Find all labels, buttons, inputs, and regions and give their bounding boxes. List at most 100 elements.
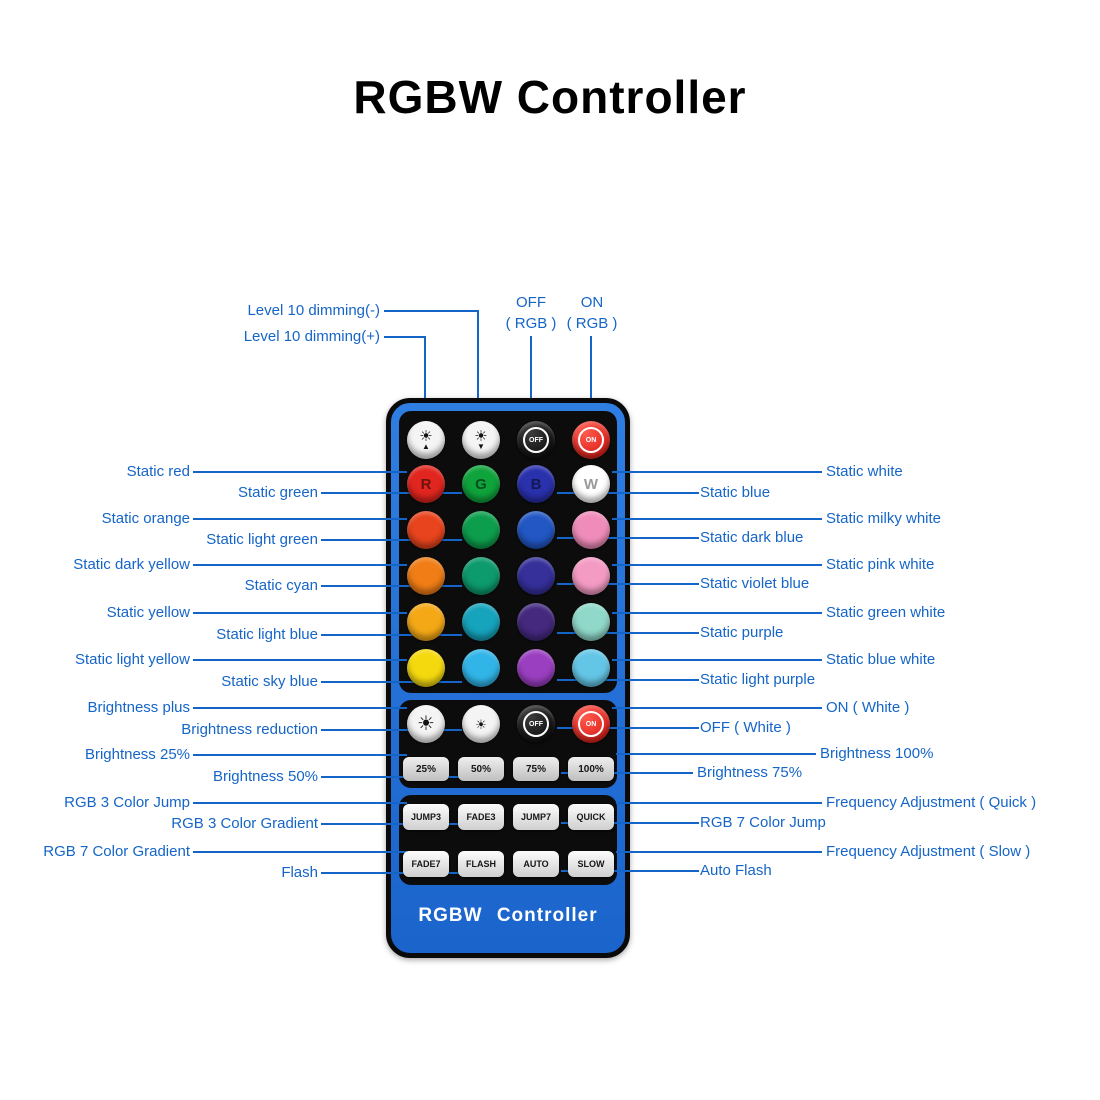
static-purple-button[interactable] [517, 603, 555, 641]
static-cyan-button[interactable] [462, 557, 500, 595]
callout-static-green-white: Static green white [826, 604, 946, 621]
callout-line [557, 679, 699, 681]
on-rgb-button[interactable]: ON [572, 421, 610, 459]
jump7-button[interactable]: JUMP7 [513, 804, 559, 830]
callout-rgb3-jump: RGB 3 Color Jump [64, 794, 190, 811]
level-dim-plus-button[interactable]: ☀ ▲ [407, 421, 445, 459]
callout-line [561, 822, 699, 824]
brightness-reduction-button[interactable]: ☀ [462, 705, 500, 743]
callout-line [561, 870, 699, 872]
callout-line [561, 772, 693, 774]
callout-line [321, 729, 462, 731]
callout-line [612, 471, 822, 473]
callout-line [321, 872, 462, 874]
brightness-25-button[interactable]: 25% [403, 757, 449, 781]
callout-line [321, 634, 462, 636]
static-green-white-button[interactable] [572, 603, 610, 641]
callout-line [616, 753, 816, 755]
callout-static-light-yellow: Static light yellow [74, 651, 190, 668]
brightness-plus-button[interactable]: ☀ [407, 705, 445, 743]
callout-line [530, 336, 532, 398]
callout-line [612, 612, 822, 614]
fade7-button[interactable]: FADE7 [403, 851, 449, 877]
off-white-button[interactable]: OFF [517, 705, 555, 743]
slow-button[interactable]: SLOW [568, 851, 614, 877]
sun-up-icon: ☀ ▲ [419, 428, 433, 451]
off-rgb-button[interactable]: OFF [517, 421, 555, 459]
callout-static-cyan: Static cyan [244, 577, 318, 594]
static-green-button[interactable]: G [462, 465, 500, 503]
static-light-purple-button[interactable] [517, 649, 555, 687]
static-light-blue-button[interactable] [462, 603, 500, 641]
callout-off-white: OFF ( White ) [700, 719, 791, 736]
callout-line [612, 518, 822, 520]
power-on-icon: ON [578, 427, 604, 453]
callout-line [193, 471, 407, 473]
key-letter: B [530, 475, 542, 493]
callout-line [193, 851, 407, 853]
power-off-icon: OFF [523, 427, 549, 453]
callout-static-green: Static green [237, 484, 318, 501]
callout-static-pink-white: Static pink white [826, 556, 935, 573]
static-sky-blue-button[interactable] [462, 649, 500, 687]
callout-brightness-50: Brightness 50% [212, 768, 318, 785]
static-white-button[interactable]: W [572, 465, 610, 503]
level-dim-minus-button[interactable]: ☀ ▼ [462, 421, 500, 459]
on-white-button[interactable]: ON [572, 705, 610, 743]
callout-line [321, 492, 462, 494]
callout-line [321, 585, 462, 587]
static-red-button[interactable]: R [407, 465, 445, 503]
fade3-button[interactable]: FADE3 [458, 804, 504, 830]
callout-static-light-blue: Static light blue [216, 626, 318, 643]
brightness-75-button[interactable]: 75% [513, 757, 559, 781]
callout-static-light-green: Static light green [206, 531, 318, 548]
callout-flash: Flash [281, 864, 318, 881]
callout-static-milky-white: Static milky white [826, 510, 942, 527]
static-violet-blue-button[interactable] [517, 557, 555, 595]
callout-line [477, 310, 479, 398]
callout-line [193, 518, 407, 520]
callout-static-dark-yellow: Static dark yellow [73, 556, 190, 573]
color-key-panel [399, 411, 617, 693]
callout-line [321, 681, 462, 683]
callout-line [616, 851, 822, 853]
static-light-green-button[interactable] [462, 511, 500, 549]
callout-line [424, 336, 426, 398]
key-letter: W [583, 475, 599, 493]
sun-small-icon: ☀ [475, 716, 487, 732]
static-blue-white-button[interactable] [572, 649, 610, 687]
static-light-yellow-button[interactable] [407, 649, 445, 687]
static-dark-yellow-button[interactable] [407, 557, 445, 595]
static-yellow-button[interactable] [407, 603, 445, 641]
power-on-icon: ON [578, 711, 604, 737]
callout-brightness-plus: Brightness plus [87, 699, 190, 716]
callout-on-rgb: ON ( RGB ) [552, 292, 632, 334]
flash-button[interactable]: FLASH [458, 851, 504, 877]
callout-on-rgb-label: ON [580, 294, 604, 311]
callout-off-rgb: OFF ( RGB ) [491, 292, 571, 334]
callout-line [193, 754, 407, 756]
static-pink-white-button[interactable] [572, 557, 610, 595]
auto-button[interactable]: AUTO [513, 851, 559, 877]
brightness-50-button[interactable]: 50% [458, 757, 504, 781]
callout-line [321, 539, 462, 541]
callout-level-dim-minus: Level 10 dimming(-) [247, 302, 380, 319]
quick-button[interactable]: QUICK [568, 804, 614, 830]
static-milky-white-button[interactable] [572, 511, 610, 549]
brightness-100-button[interactable]: 100% [568, 757, 614, 781]
callout-line [193, 659, 407, 661]
callout-on-rgb-sub: ( RGB ) [566, 315, 618, 332]
sun-big-icon: ☀ [417, 713, 435, 735]
sun-down-icon: ☀ ▼ [474, 428, 488, 451]
static-blue-button[interactable]: B [517, 465, 555, 503]
static-orange-button[interactable] [407, 511, 445, 549]
key-letter: G [475, 475, 487, 493]
callout-line [557, 632, 699, 634]
callout-line [193, 802, 407, 804]
remote-brand-label: RGBW Controller [418, 905, 598, 926]
jump3-button[interactable]: JUMP3 [403, 804, 449, 830]
static-dark-blue-button[interactable] [517, 511, 555, 549]
callout-line [612, 659, 822, 661]
callout-auto-flash: Auto Flash [700, 862, 772, 879]
callout-line [193, 707, 407, 709]
